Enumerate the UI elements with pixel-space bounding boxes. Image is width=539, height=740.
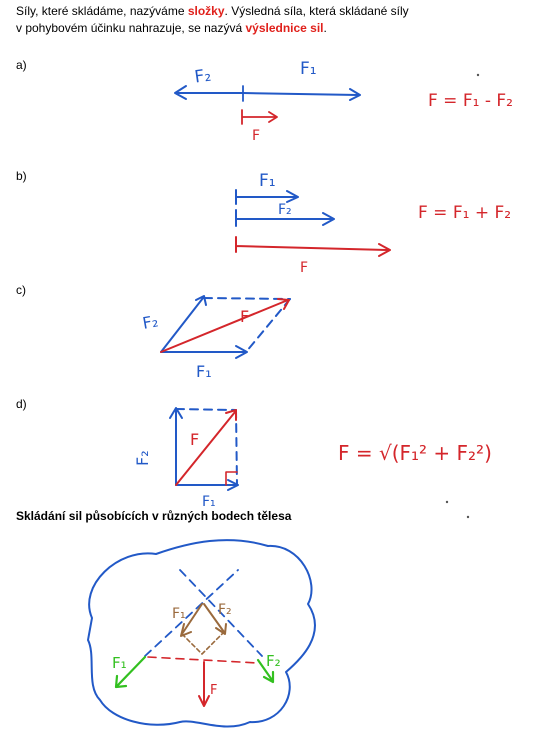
term-vyslednice: výslednice sil xyxy=(245,21,324,35)
arrow-b-f2 xyxy=(235,209,335,227)
dashed-d-right xyxy=(235,409,238,486)
intro-text: v pohybovém účinku nahrazuje, se nazývá xyxy=(16,21,246,35)
intro-text: . xyxy=(323,21,327,35)
dashed-d-top xyxy=(175,408,237,411)
dashed-top xyxy=(203,297,291,300)
diagram-b xyxy=(235,189,391,257)
dashed-right xyxy=(245,298,291,353)
dashed-horizontal xyxy=(147,656,259,664)
brown-parallelogram xyxy=(181,631,225,655)
intro-text: . Výsledná síla, která skládané síly xyxy=(224,4,409,18)
intro-line-1: Síly, které skládáme, nazýváme složky. V… xyxy=(16,3,409,19)
label-c-f2: F₂ xyxy=(141,311,160,332)
label-b-f: F xyxy=(300,260,308,276)
arrow-green-f1 xyxy=(114,655,147,689)
label-b-f2: F₂ xyxy=(278,202,292,218)
diagram-a xyxy=(174,85,361,125)
arrow-green-f2 xyxy=(256,658,275,684)
label-f-result: F xyxy=(210,683,217,698)
arrow-f2-left xyxy=(174,85,244,100)
arrow-f-result xyxy=(198,661,210,707)
part-a-label: a) xyxy=(16,58,27,72)
equation-d: F = √(F₁² + F₂²) xyxy=(338,441,492,465)
arrow-c-f xyxy=(160,298,290,353)
part-d-label: d) xyxy=(16,397,27,411)
arrow-brown-f1 xyxy=(180,603,203,637)
arrow-brown-f2 xyxy=(203,603,227,635)
label-c-f1: F₁ xyxy=(196,362,212,381)
stray-dot xyxy=(445,500,449,504)
equation-a: F = F₁ - F₂ xyxy=(428,91,513,111)
intro-text: Síly, které skládáme, nazýváme xyxy=(16,4,188,18)
label-a-f: F xyxy=(252,128,260,144)
label-d-f: F xyxy=(190,430,199,449)
label-green-f2: F₂ xyxy=(266,652,281,670)
line-of-action-2 xyxy=(179,569,263,657)
intro-line-2: v pohybovém účinku nahrazuje, se nazývá … xyxy=(16,20,327,36)
label-b-f1: F₁ xyxy=(259,171,276,191)
arrow-d-f xyxy=(175,409,237,486)
line-of-action-1 xyxy=(144,569,239,657)
term-slozky: složky xyxy=(187,4,225,18)
stray-dot xyxy=(466,515,470,519)
arrow-f1-right xyxy=(242,88,361,101)
label-a-f2: F₂ xyxy=(193,66,212,88)
label-a-f1: F₁ xyxy=(300,59,317,79)
label-brown-f2: F₂ xyxy=(218,602,232,618)
part-b-label: b) xyxy=(16,169,27,183)
body-outline xyxy=(87,539,316,728)
arrow-b-f xyxy=(235,236,391,257)
diagram-d xyxy=(169,407,239,491)
section-heading: Skládání sil působících v různých bodech… xyxy=(16,509,292,523)
arrow-d-f1 xyxy=(175,479,239,491)
label-d-f2: F₂ xyxy=(133,450,152,466)
label-brown-f1: F₁ xyxy=(172,606,186,622)
arrow-d-f2 xyxy=(169,407,183,486)
equation-b: F = F₁ + F₂ xyxy=(418,203,511,223)
label-c-f: F xyxy=(240,307,249,326)
label-d-f1: F₁ xyxy=(202,494,216,510)
label-green-f1: F₁ xyxy=(112,654,127,672)
diagram-c xyxy=(160,295,291,359)
right-angle-mark xyxy=(225,471,238,486)
stray-dot xyxy=(476,73,480,77)
arrow-c-f2 xyxy=(160,295,207,353)
part-c-label: c) xyxy=(16,283,26,297)
arrow-f-red xyxy=(241,109,278,125)
arrow-c-f1 xyxy=(160,345,248,359)
arrow-b-f1 xyxy=(235,189,299,205)
